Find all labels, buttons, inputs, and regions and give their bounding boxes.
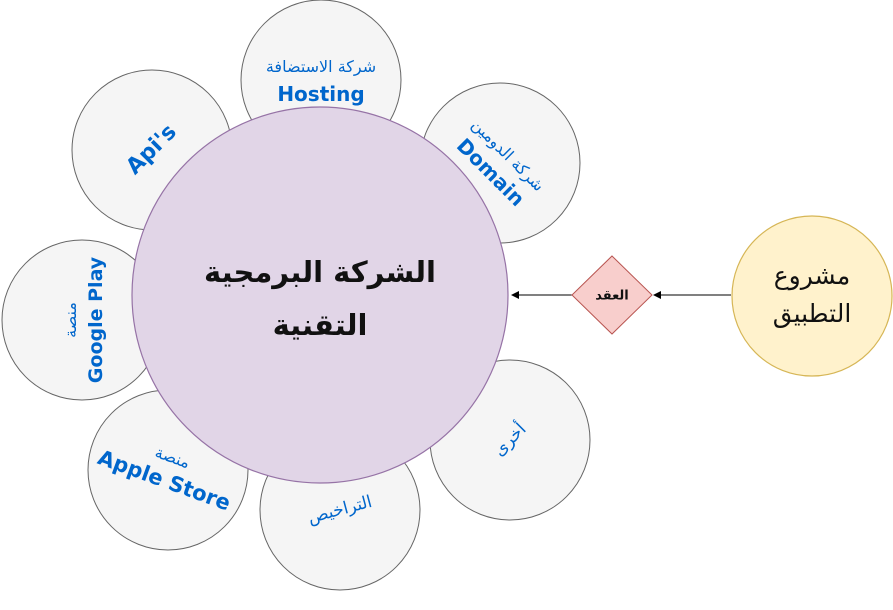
google-play-label-en: Google Play — [85, 256, 107, 383]
project-node[interactable]: مشروع التطبيق — [731, 215, 893, 377]
center-title-line1: الشركة البرمجية — [204, 255, 436, 289]
contract-node[interactable]: العقد — [571, 255, 653, 335]
project-label-line1: مشروع — [774, 261, 850, 291]
center-title-line2: التقنية — [273, 308, 368, 342]
google-play-label-ar: منصة — [61, 302, 80, 338]
project-label-line2: التطبيق — [773, 299, 852, 328]
hosting-label-en: Hosting — [277, 82, 364, 106]
hosting-label-ar: شركة الاستضافة — [266, 57, 376, 77]
contract-label: العقد — [595, 289, 629, 304]
center-node[interactable]: الشركة البرمجية التقنية — [131, 106, 509, 484]
